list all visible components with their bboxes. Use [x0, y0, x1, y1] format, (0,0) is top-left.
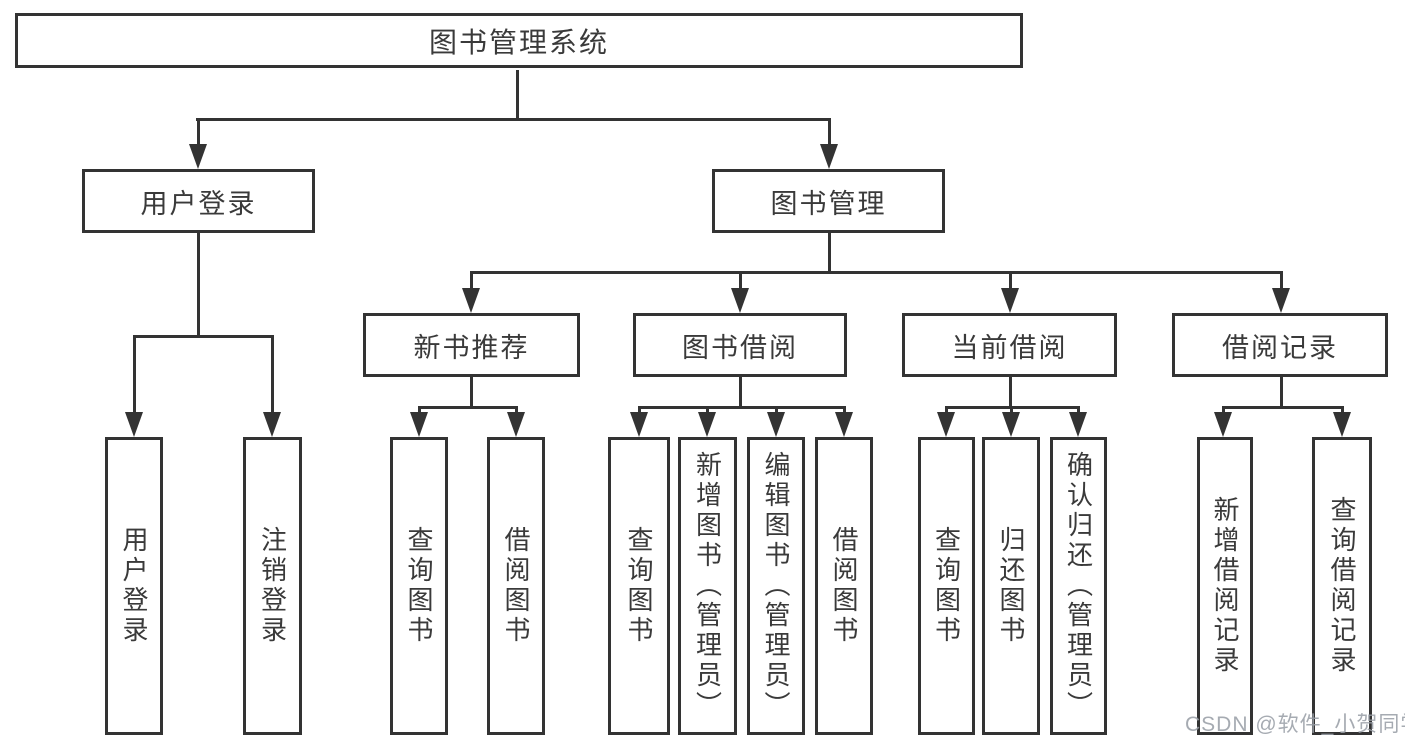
connector-stem-current-borrowing [1009, 377, 1012, 406]
node-root-library-management-system: 图书管理系统 [15, 13, 1023, 68]
connector-drop-current-borrowing [1009, 271, 1012, 291]
node-new-book-recommend: 新书推荐 [363, 313, 580, 377]
arrowhead-query-books-recommend [410, 412, 428, 437]
connector-bar-level2 [196, 118, 831, 121]
connector-drop-new-book-recommend [470, 271, 473, 291]
arrowhead-add-borrow-record [1214, 412, 1232, 437]
leaf-add-borrow-record: 新增借阅记录 [1197, 437, 1253, 735]
connector-drop-leaf-user-login [133, 335, 136, 417]
arrowhead-query-borrow-record [1333, 412, 1351, 437]
connector-drop-borrowing-records [1280, 271, 1283, 291]
arrowhead-confirm-return-admin [1069, 412, 1087, 437]
node-user-login: 用户登录 [82, 169, 315, 233]
connector-drop-book-management [828, 118, 831, 148]
leaf-return-books: 归还图书 [982, 437, 1040, 735]
leaf-edit-books-admin: 编辑图书（管理员） [747, 437, 805, 735]
leaf-add-books-admin: 新增图书（管理员） [678, 437, 737, 735]
node-borrowing-records: 借阅记录 [1172, 313, 1388, 377]
connector-drop-user-login [197, 118, 200, 148]
connector-bar-book-borrowing [638, 406, 846, 409]
connector-stem-borrowing-records [1280, 377, 1283, 406]
leaf-query-books-recommend: 查询图书 [390, 437, 448, 735]
arrowhead-edit-books-admin [767, 412, 785, 437]
connector-stem-user-login [197, 233, 200, 335]
connector-stem-root [516, 70, 519, 118]
leaf-logout: 注销登录 [243, 437, 302, 735]
leaf-borrow-books-borrowing: 借阅图书 [815, 437, 873, 735]
connector-drop-leaf-logout [271, 335, 274, 417]
connector-bar-borrowing-records [1222, 406, 1343, 409]
leaf-query-books-borrowing: 查询图书 [608, 437, 670, 735]
arrowhead-add-books-admin [698, 412, 716, 437]
node-book-management: 图书管理 [712, 169, 945, 233]
arrowhead-user-login [189, 144, 207, 169]
leaf-borrow-books-recommend: 借阅图书 [487, 437, 545, 735]
connector-drop-book-borrowing [739, 271, 742, 291]
arrowhead-borrow-books-borrowing [835, 412, 853, 437]
arrowhead-borrowing-records [1272, 288, 1290, 313]
leaf-user-login: 用户登录 [105, 437, 163, 735]
arrowhead-book-borrowing [731, 288, 749, 313]
connector-stem-new-book-recommend [470, 377, 473, 406]
connector-bar-user-login [133, 335, 274, 338]
node-current-borrowing: 当前借阅 [902, 313, 1117, 377]
arrowhead-leaf-logout [263, 412, 281, 437]
leaf-query-borrow-record: 查询借阅记录 [1312, 437, 1372, 735]
leaf-query-books-current: 查询图书 [918, 437, 975, 735]
connector-stem-book-management [828, 233, 831, 271]
arrowhead-return-books [1002, 412, 1020, 437]
csdn-watermark: CSDN @软件_小贺同学 [1185, 713, 1405, 736]
node-book-borrowing: 图书借阅 [633, 313, 847, 377]
arrowhead-current-borrowing [1001, 288, 1019, 313]
leaf-confirm-return-admin: 确认归还（管理员） [1050, 437, 1107, 735]
connector-bar-level3 [470, 271, 1281, 274]
arrowhead-query-books-current [937, 412, 955, 437]
connector-bar-new-book-recommend [418, 406, 518, 409]
arrowhead-query-books-borrowing [630, 412, 648, 437]
connector-stem-book-borrowing [739, 377, 742, 406]
arrowhead-borrow-books-recommend [507, 412, 525, 437]
arrowhead-book-management [820, 144, 838, 169]
arrowhead-leaf-user-login [125, 412, 143, 437]
arrowhead-new-book-recommend [462, 288, 480, 313]
